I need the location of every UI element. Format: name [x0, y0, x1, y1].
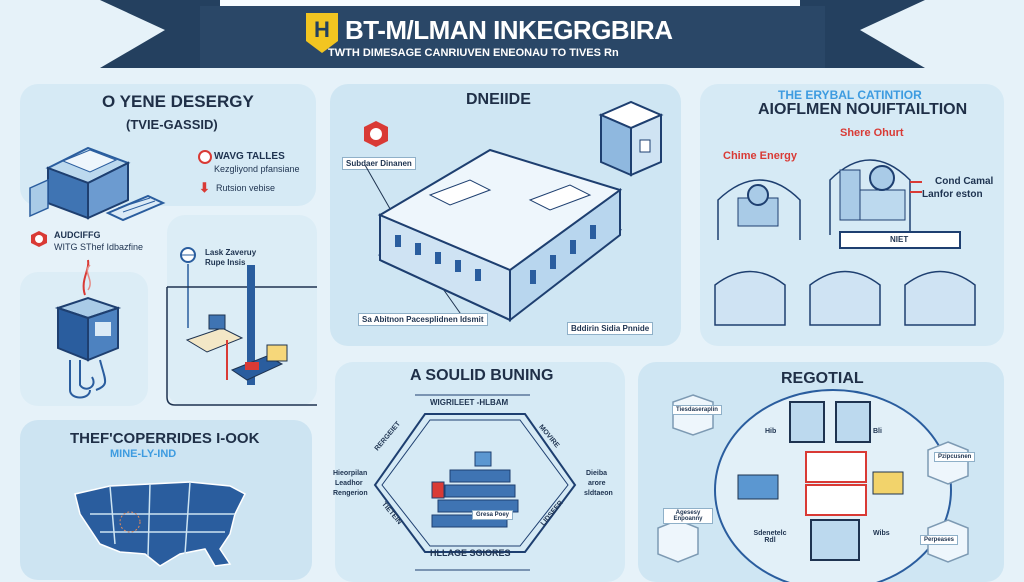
- building2-title: A SOULID BUNING: [410, 367, 554, 384]
- building-tag-bottom-left: Sa Abitnon Pacesplidnen Idsmit: [358, 313, 488, 326]
- globe-icon: [180, 247, 196, 263]
- building-title: DNEIIDE: [466, 91, 531, 108]
- station-illustration: [714, 159, 976, 326]
- building2-bottom: HLLAGE SGIORES: [430, 548, 511, 558]
- header-top-strip: [220, 0, 800, 8]
- desk-illustration: [166, 264, 317, 406]
- energy-item1-title: WAVG TALLES: [214, 151, 285, 162]
- energy-item1-text: Kezgliyond pfansiane: [214, 164, 300, 174]
- small-building-illustration: [598, 100, 664, 177]
- machine-illustration: [29, 146, 166, 222]
- map-subtitle: MINE-LY-IND: [110, 448, 177, 460]
- station-title: AIOFLMEN NOUIFTAILTION: [758, 101, 968, 118]
- regional-inner-1: Hib: [765, 428, 777, 435]
- station-label-center: Shere Ohurt: [840, 127, 904, 139]
- regional-badge-1: Tiesdaseraplin: [672, 405, 722, 415]
- building-illustration: [364, 148, 623, 323]
- hexagon-diagram: [373, 394, 577, 571]
- warning-icon: [198, 150, 212, 164]
- regional-title: REGOTIAL: [781, 370, 864, 387]
- regional-badge-2: Pzipcusnen: [934, 452, 976, 462]
- station-label-right1: Cond Camal: [935, 176, 994, 187]
- building2-center-tag: Gresa Poey: [472, 510, 514, 520]
- logo-shield-icon: H: [306, 13, 338, 53]
- building2-left-3: Rengerion: [333, 490, 368, 497]
- regional-badge-3: Agesesy Enpoanny: [663, 508, 713, 524]
- header-title: BT-M/LMAN INKEGRGBIRA: [345, 15, 673, 45]
- regional-inner-2: Bli: [873, 428, 882, 435]
- station-label-right2: Lanfor eston: [922, 189, 983, 200]
- station-kicker: THE ERYBAL CATINTIOR: [778, 88, 922, 102]
- energy-badge-title: AUDCIFFG: [54, 230, 101, 240]
- building-tag-bottom-right: Bddirin Sidia Pnnide: [567, 322, 654, 335]
- regional-inner-4: Wibs: [873, 530, 890, 537]
- regional-badge-4: Perpeases: [920, 535, 959, 545]
- building2-left-1: Hieorpilan: [333, 470, 368, 477]
- energy-item2-text: Rutsion vebise: [216, 183, 276, 193]
- energy-subtitle: (TVIE-GASSID): [126, 117, 218, 132]
- desk-label-1: Lask Zaveruy: [205, 248, 257, 257]
- building2-left-2: Leadhor: [335, 480, 363, 487]
- building2-right-3: sldtaeon: [584, 490, 613, 497]
- us-map-illustration: [74, 481, 246, 567]
- unit-illustration: [54, 259, 122, 399]
- desk-label-2: Rupe Insis: [205, 258, 246, 267]
- building-tag-top: Subdaer Dinanen: [342, 157, 416, 170]
- alert-hexagon-icon: [31, 231, 47, 247]
- building2-right-1: Dieiba: [586, 470, 608, 477]
- svg-text:H: H: [314, 17, 330, 42]
- regional-inner-3: Sdenetelc Rdl: [753, 530, 787, 544]
- station-label-left: Chime Energy: [723, 150, 797, 162]
- map-title: THEF'COPERRIDES I-OOK: [70, 430, 260, 447]
- alert-hexagon-icon: [364, 121, 388, 147]
- arrow-down-icon: ⬇: [199, 180, 210, 195]
- energy-badge-text: WITG SThef Idbazfine: [54, 242, 144, 252]
- building2-right-2: arore: [588, 480, 606, 487]
- header-subtitle: TWTH DIMESAGE CANRIUVEN ENEONAU TO TIVES…: [328, 47, 619, 59]
- energy-title: O YENE DESERGY: [102, 92, 254, 111]
- station-bar-label: NIET: [890, 235, 909, 244]
- building2-top: WIGRILEET -HLBAM: [430, 398, 509, 407]
